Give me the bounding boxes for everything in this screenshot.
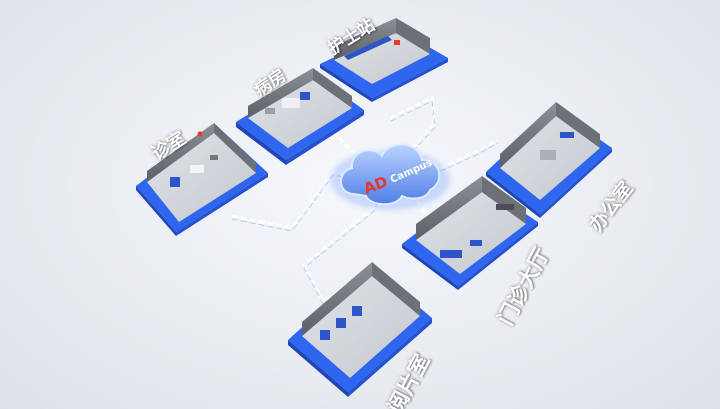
- back-wall: [500, 102, 556, 168]
- floor: [248, 80, 352, 148]
- floor: [147, 133, 256, 222]
- room-office: [486, 102, 612, 218]
- room-nurse-station: [320, 18, 448, 102]
- room-clinic: [136, 123, 268, 236]
- back-wall: [334, 18, 396, 60]
- back-wall: [416, 176, 482, 240]
- back-wall: [147, 123, 214, 182]
- link-ward: [319, 116, 356, 156]
- room-film-reading-room: [288, 262, 432, 397]
- cloud-hub: AD Campus: [330, 143, 450, 210]
- back-wall: [248, 68, 313, 118]
- back-wall: [302, 262, 372, 336]
- link-clinic: [231, 170, 359, 230]
- room-ward: [236, 68, 364, 165]
- link-office: [431, 138, 499, 174]
- floor: [334, 33, 430, 84]
- floor: [302, 276, 420, 378]
- room-outpatient-hall: [402, 176, 538, 290]
- cloud-shape: [340, 143, 441, 206]
